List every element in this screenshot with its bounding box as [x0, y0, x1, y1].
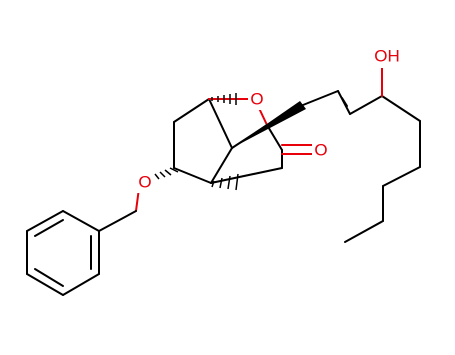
bond-alkene-2-3b — [341, 97, 348, 107]
bond-c4-c5 — [173, 167, 212, 184]
benzene-bond-2 — [26, 210, 64, 232]
hydroxyl-label: OH — [374, 47, 400, 66]
bond-c8-c5 — [210, 167, 283, 184]
hashed-bond-c4-oxygen — [154, 167, 179, 180]
benzene-bond-5 — [62, 273, 100, 296]
bond-c6-c7-chain — [382, 166, 421, 187]
benzene-inner-1 — [34, 219, 64, 237]
bond-ch2-ring — [98, 210, 137, 232]
bond-c8-c9-chain — [344, 220, 384, 243]
bond-c3-c4-chain — [349, 95, 383, 115]
benzene-inner-2 — [34, 268, 64, 287]
bond-alkene-1-2 — [302, 90, 339, 106]
bond-c6-c7 — [266, 124, 283, 151]
benzene-bond-4 — [26, 273, 64, 296]
carbonyl-oxygen-label: O — [314, 141, 327, 160]
ether-oxygen-label: O — [138, 173, 151, 192]
wedge-bond-c1-side-chain — [232, 101, 306, 148]
benzene-bond-1 — [62, 210, 100, 232]
hashed-bond-c2-h — [211, 93, 237, 105]
bond-c2-c1 — [208, 98, 233, 149]
bond-c5-c1 — [210, 147, 233, 184]
ring-oxygen-label: O — [250, 90, 263, 109]
bond-c4-c5-chain — [381, 95, 421, 122]
hashed-bond-c5-bridge — [211, 173, 239, 191]
bond-c3-c2 — [173, 98, 210, 123]
